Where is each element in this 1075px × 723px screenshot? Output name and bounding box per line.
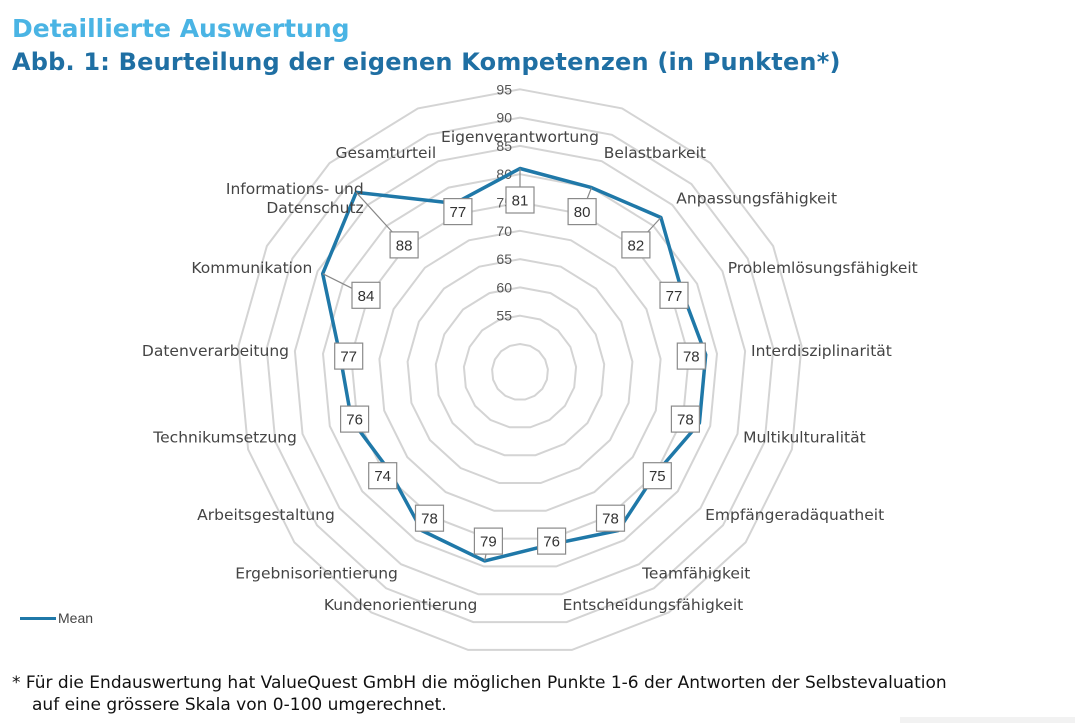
category-label: Gesamturteil (335, 144, 436, 162)
data-label-box (389, 231, 419, 259)
footnote: * Für die Endauswertung hat ValueQuest G… (12, 672, 1072, 716)
data-label: 77 (666, 288, 683, 305)
category-label: Technikumsetzung (152, 429, 297, 447)
category-label: Teamfähigkeit (641, 565, 750, 583)
data-label-box (670, 405, 701, 433)
category-label: Interdisziplinarität (751, 342, 892, 360)
grid-ring (406, 258, 634, 484)
grid-ring (434, 286, 606, 457)
data-label: 77 (340, 349, 357, 366)
data-label-box (443, 198, 473, 226)
legend-line-swatch (20, 616, 56, 620)
category-label: Anpassungsfähigkeit (676, 190, 837, 208)
category-label: Multikulturalität (743, 429, 866, 447)
grid-ring (237, 88, 803, 651)
data-label-box (595, 504, 626, 532)
category-label: Belastbarkeit (604, 144, 706, 162)
grid-ring (462, 314, 578, 429)
footnote-line-1: * Für die Endauswertung hat ValueQuest G… (12, 673, 947, 693)
grid-ring (491, 342, 549, 401)
category-label: Arbeitsgestaltung (197, 506, 335, 524)
category-label: Ergebnisorientierung (235, 565, 398, 583)
grid-ring (378, 229, 662, 512)
grid-ring (265, 116, 775, 624)
data-label-box (505, 186, 535, 214)
category-label: Datenverarbeitung (142, 342, 289, 360)
chart-legend: Mean (20, 606, 93, 630)
tick-label: 95 (496, 81, 512, 97)
tick-label: 85 (496, 138, 512, 154)
grid-ring (293, 144, 747, 596)
data-label: 75 (649, 468, 666, 485)
category-label: Eigenverantwortung (441, 128, 599, 146)
tick-label: 65 (496, 251, 512, 267)
data-label-box (621, 231, 651, 259)
data-label-box (340, 405, 370, 433)
series-line-mean (320, 166, 708, 563)
data-label: 84 (358, 288, 375, 305)
data-label: 78 (421, 511, 438, 528)
data-label: 76 (543, 534, 560, 551)
footnote-line-2: auf eine grössere Skala von 0-100 umgere… (32, 695, 447, 715)
tick-label: 70 (496, 223, 512, 239)
data-label-box (351, 281, 381, 309)
grid-ring (321, 173, 719, 568)
data-label: 77 (450, 204, 467, 221)
data-label-box (473, 527, 503, 555)
data-label-box (676, 342, 706, 370)
radar-chart: 55 60 65 70 75 80 85 90 95EigenverantwortungBela… (142, 81, 918, 651)
data-label: 79 (480, 534, 497, 551)
category-label: Kundenorientierung (324, 596, 478, 614)
data-label-box (368, 462, 398, 490)
data-label-box (642, 462, 672, 490)
page-title: Detaillierte Auswertung (12, 14, 350, 43)
data-label: 82 (628, 237, 645, 254)
legend-label: Mean (58, 610, 94, 626)
category-label: Empfängeradäquatheit (705, 506, 884, 524)
bottom-scroll-strip (900, 717, 1075, 723)
data-label: 81 (512, 193, 529, 210)
data-label: 78 (677, 412, 694, 429)
data-label-box (334, 342, 364, 370)
figure-caption: Abb. 1: Beurteilung der eigenen Kompeten… (12, 48, 841, 76)
data-label-box (414, 504, 445, 532)
category-label: Problemlösungsfähigkeit (728, 259, 918, 277)
category-label: Informations- und (226, 180, 364, 198)
data-label-box (567, 198, 597, 226)
tick-label: 90 (496, 110, 512, 126)
category-label: Kommunikation (191, 259, 312, 277)
data-label: 74 (374, 468, 391, 485)
data-label-box (659, 281, 689, 309)
data-label: 88 (396, 237, 413, 254)
data-label: 78 (602, 511, 619, 528)
data-label: 76 (346, 412, 363, 429)
tick-label: 55 (496, 308, 512, 324)
data-label: 80 (574, 204, 591, 221)
category-label: Entscheidungsfähigkeit (563, 596, 744, 614)
data-label-box (536, 527, 567, 555)
category-label: Datenschutz (266, 199, 363, 217)
data-label: 78 (683, 349, 700, 366)
tick-label: 60 (496, 279, 512, 295)
